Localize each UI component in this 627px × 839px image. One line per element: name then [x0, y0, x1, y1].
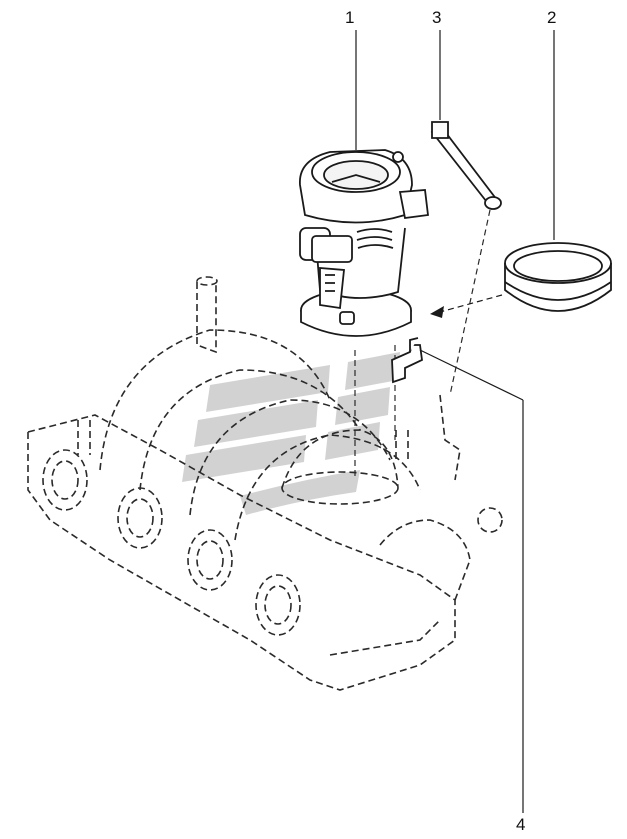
mounting-bracket-icon — [391, 337, 524, 813]
throttle-body-icon — [299, 30, 429, 337]
callout-2: 2 — [547, 8, 557, 27]
sealing-ring-icon — [430, 30, 612, 318]
callout-3: 3 — [432, 8, 442, 27]
brand-logo-watermark — [182, 352, 400, 515]
linkage-rod-icon — [430, 30, 502, 210]
callout-4: 4 — [516, 815, 526, 834]
callout-1: 1 — [345, 8, 355, 27]
intake-manifold-icon — [27, 276, 503, 691]
